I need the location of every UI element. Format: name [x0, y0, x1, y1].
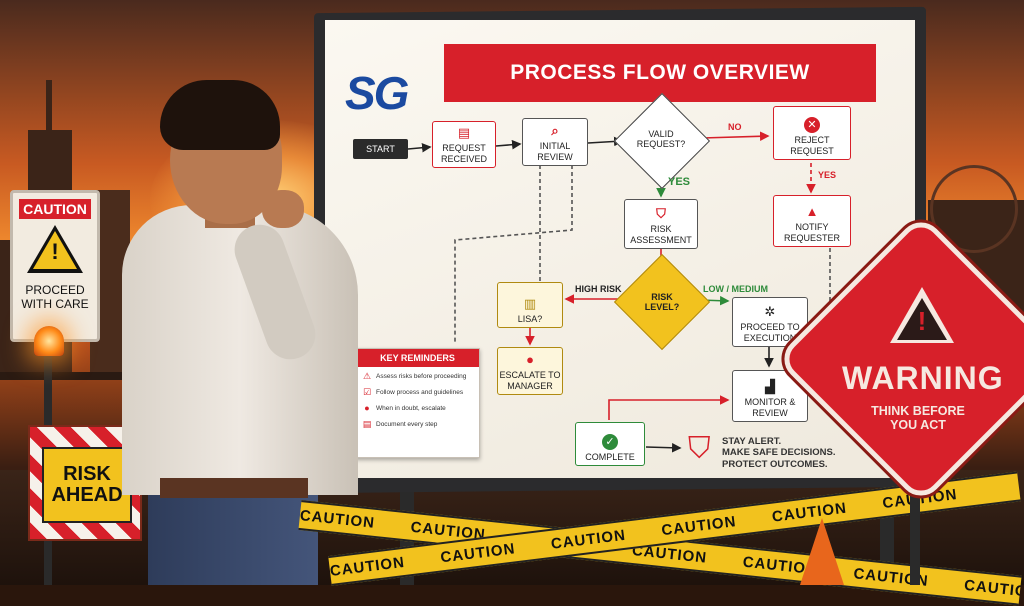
book-icon: ▥ [523, 295, 537, 311]
node-label: COMPLETE [585, 451, 635, 462]
reminder-text: Follow process and guidelines [376, 388, 464, 396]
ferris-wheel [930, 165, 1018, 253]
node-label: NOTIFY REQUESTER [783, 222, 840, 243]
risk-line: AHEAD [51, 484, 123, 506]
checkbox-icon: ☑ [362, 387, 372, 397]
edge-label-yes: YES [668, 176, 691, 188]
node-label: LISA? [517, 313, 543, 324]
warning-line: YOU ACT [890, 418, 946, 433]
node-label: ESCALATE TO MANAGER [499, 370, 561, 391]
node-label: REQUEST RECEIVED [440, 143, 487, 164]
flow-start: START [353, 139, 408, 159]
magnifier-icon: ⌕ [551, 123, 559, 139]
traffic-cone [800, 518, 844, 585]
decision-label: RISK LEVEL? [644, 292, 680, 313]
node-notify-requester: ▲ NOTIFY REQUESTER [773, 195, 851, 247]
warning-sign-title: WARNING [842, 360, 1004, 396]
alert-message: STAY ALERT. MAKE SAFE DECISIONS. PROTECT… [722, 436, 836, 470]
reminders-title: KEY REMINDERS [356, 349, 479, 367]
bell-icon: ▲ [805, 204, 819, 220]
caution-line: WITH CARE [21, 297, 89, 312]
reminder-text: Document every step [376, 420, 438, 428]
reminder-item: ⚠ Assess risks before proceeding [356, 367, 479, 383]
node-monitor: ▟ MONITOR & REVIEW [732, 370, 808, 422]
close-icon: ✕ [804, 117, 820, 134]
edge-label-yes-side: YES [818, 170, 837, 180]
warning-line: THINK BEFORE [871, 404, 965, 418]
key-reminders-card: KEY REMINDERS ⚠ Assess risks before proce… [355, 348, 480, 458]
check-icon: ✓ [602, 433, 618, 450]
node-label: PROCEED TO EXECUTION [740, 322, 800, 343]
warning-triangle-icon: ! [27, 225, 83, 273]
node-request-received: ▤ REQUEST RECEIVED [432, 121, 496, 168]
warning-icon: ⚠ [362, 371, 372, 381]
person-icon: ● [526, 352, 534, 368]
alert-line: PROTECT OUTCOMES. [722, 458, 828, 470]
shield-icon: ⛉ [656, 206, 666, 222]
document-icon: ▤ [457, 125, 471, 141]
caution-sign: CAUTION ! PROCEED WITH CARE [10, 190, 100, 342]
edge-label-no: NO [728, 122, 742, 132]
warning-sign-subtitle: THINK BEFORE YOU ACT [850, 404, 986, 433]
reminder-item: ● When in doubt, escalate [356, 399, 479, 415]
node-reject-request: ✕ REJECT REQUEST [773, 106, 851, 160]
reminder-text: Assess risks before proceeding [376, 372, 467, 380]
node-risk-assessment: ⛉ RISK ASSESSMENT [624, 199, 698, 249]
person-hair [160, 80, 280, 150]
caution-sign-text: PROCEED WITH CARE [13, 283, 97, 312]
risk-ahead-text: RISK AHEAD [42, 447, 132, 523]
node-complete: ✓ COMPLETE [575, 422, 645, 466]
risk-line: RISK [63, 463, 111, 485]
decision-label: VALID REQUEST? [636, 129, 686, 150]
caution-line: PROCEED [25, 283, 85, 297]
node-label: REJECT REQUEST [790, 135, 834, 156]
warning-sign-pole [910, 440, 920, 585]
sg-logo: SG [345, 67, 409, 119]
node-initial-review: ⌕ INITIAL REVIEW [522, 118, 588, 166]
reminder-item: ☑ Follow process and guidelines [356, 383, 479, 399]
edge-label-low-medium: LOW / MEDIUM [703, 284, 768, 294]
edge-label-high-risk: HIGH RISK [575, 284, 622, 294]
board-title: PROCESS FLOW OVERVIEW [444, 44, 876, 102]
reminder-item: ▤ Document every step [356, 415, 479, 431]
gear-icon: ✲ [764, 304, 776, 320]
person-hand [262, 190, 304, 228]
reminder-text: When in doubt, escalate [376, 404, 446, 412]
caution-sign-title: CAUTION [19, 199, 91, 219]
skyline-spire [46, 80, 52, 140]
node-label: RISK ASSESSMENT [630, 224, 692, 245]
alert-line: MAKE SAFE DECISIONS. [722, 447, 836, 459]
node-label: INITIAL REVIEW [537, 141, 573, 162]
node-label: MONITOR & REVIEW [744, 397, 796, 418]
chart-icon: ▟ [765, 379, 775, 395]
node-escalate: ● ESCALATE TO MANAGER [497, 347, 563, 395]
node-lisa: ▥ LISA? [497, 282, 563, 328]
shield-alert-icon: ⛉ [688, 432, 711, 465]
document-icon: ▤ [362, 419, 372, 429]
alert-line: STAY ALERT. [722, 436, 782, 447]
exclamation-icon: ! [917, 306, 927, 336]
person-icon: ● [364, 403, 370, 413]
person-belt [160, 478, 308, 498]
warning-beacon-light [34, 326, 64, 356]
